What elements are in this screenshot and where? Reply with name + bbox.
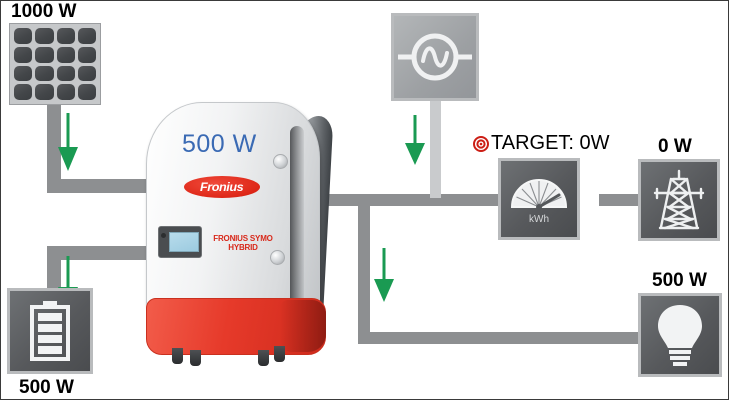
solar-cell: [77, 46, 96, 63]
inverter-model-label: FRONIUS SYMO HYBRID: [202, 234, 284, 252]
inverter-red-shadow: [280, 300, 326, 352]
solar-cell: [77, 65, 96, 82]
solar-cell: [14, 46, 33, 63]
light-bulb-icon[interactable]: [638, 293, 722, 377]
solar-cell: [35, 28, 54, 44]
solar-cell: [35, 84, 54, 100]
inverter-connector-far-right: [274, 346, 285, 362]
fronius-logo: Fronius: [184, 176, 260, 198]
solar-panel-label: 1000 W: [11, 1, 77, 22]
solar-cell: [56, 46, 75, 63]
inverter[interactable]: 500 W Fronius FRONIUS SYMO HYBRID: [140, 98, 340, 366]
flow-arrow-generator: [405, 115, 425, 165]
solar-cell: [77, 28, 96, 44]
battery-label: 500 W: [19, 377, 74, 398]
inverter-display[interactable]: [158, 226, 202, 258]
meter-gauge-glyph: kWh: [510, 179, 568, 225]
ac-generator-icon[interactable]: [391, 13, 479, 101]
target-bullseye-icon: [473, 135, 489, 152]
inverter-screw-top: [273, 154, 288, 169]
meter-target-label-group: TARGET: 0W: [473, 132, 610, 155]
cable-ac-bus-main: [301, 194, 504, 206]
cable-battery-vertical: [47, 246, 61, 291]
inverter-model-line1: FRONIUS SYMO: [213, 234, 273, 243]
fronius-logo-text: Fronius: [200, 180, 244, 194]
cable-solar-horizontal: [47, 179, 162, 193]
cable-battery-horizontal: [47, 246, 162, 260]
flow-arrow-solar: [58, 113, 78, 171]
solar-cell: [14, 84, 33, 100]
solar-cell: [14, 65, 33, 82]
solar-cell: [35, 65, 54, 82]
solar-cell: [14, 28, 33, 44]
grid-label: 0 W: [658, 136, 692, 157]
solar-cell: [56, 84, 75, 100]
battery-glyph: [30, 301, 70, 361]
ac-generator-glyph: [398, 33, 472, 81]
solar-panel-icon[interactable]: [9, 23, 101, 105]
solar-cell: [77, 84, 96, 100]
inverter-screw-bottom: [270, 250, 285, 265]
tower-glyph: [653, 169, 705, 230]
cable-meter-to-grid: [599, 194, 641, 206]
cable-generator-drop: [430, 98, 441, 198]
solar-cell: [56, 28, 75, 44]
cable-load-vertical: [358, 200, 370, 344]
load-label: 500 W: [652, 270, 707, 291]
bulb-glyph: [658, 305, 702, 366]
meter-unit-text: kWh: [529, 214, 549, 225]
smart-meter-icon[interactable]: kWh: [498, 158, 580, 240]
solar-cell: [35, 46, 54, 63]
meter-target-label: TARGET: 0W: [491, 132, 610, 154]
battery-icon[interactable]: [7, 288, 93, 374]
cable-solar-vertical: [47, 105, 61, 193]
transmission-tower-icon[interactable]: [638, 159, 720, 241]
flow-arrow-load: [374, 248, 394, 302]
inverter-edge-shadow: [290, 126, 304, 306]
inverter-display-screen: [169, 232, 199, 252]
inverter-model-line2: HYBRID: [228, 243, 258, 252]
inverter-connector-left: [172, 348, 183, 364]
cable-load-horizontal: [358, 332, 643, 344]
inverter-display-button[interactable]: [161, 233, 166, 238]
inverter-connector-right: [258, 350, 269, 366]
solar-cell: [56, 65, 75, 82]
inverter-connector-mid: [190, 350, 201, 366]
inverter-power-value: 500 W: [182, 130, 257, 158]
